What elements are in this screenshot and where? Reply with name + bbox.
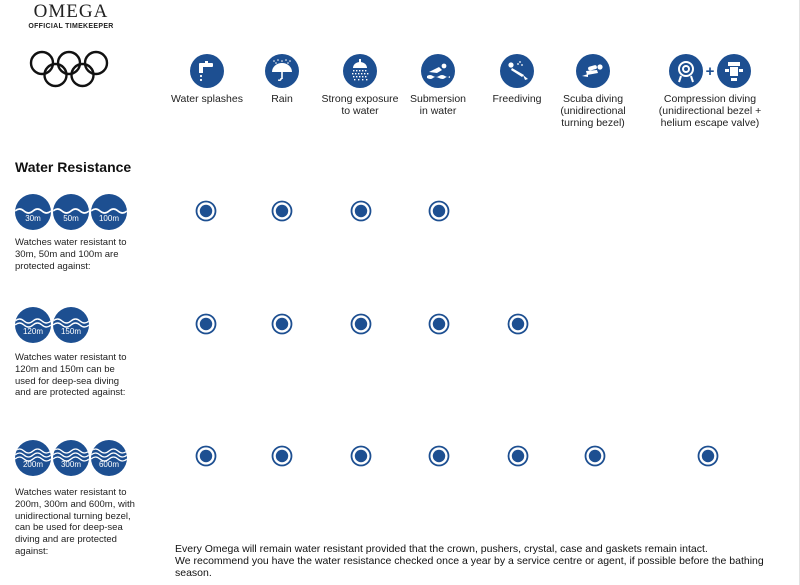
- depth-badges-row-2: 120m 150m: [15, 307, 89, 343]
- depth-badge: 50m: [53, 194, 89, 230]
- protected-dot-icon: [195, 445, 217, 467]
- depth-badge: 120m: [15, 307, 51, 343]
- protected-dot-icon: [697, 445, 719, 467]
- protected-dot-icon: [428, 445, 450, 467]
- depth-badge: 200m: [15, 440, 51, 476]
- footer-line-1: Every Omega will remain water resistant …: [175, 543, 708, 555]
- protected-dot-icon: [195, 313, 217, 335]
- activity-label: Scuba diving (unidirectional turning bez…: [560, 93, 626, 129]
- footer-line-2: We recommend you have the water resistan…: [175, 555, 764, 579]
- olympic-rings-icon: [29, 50, 109, 88]
- depth-badge: 150m: [53, 307, 89, 343]
- helium-valve-icon: [717, 54, 752, 88]
- activity-label: Water splashes: [171, 93, 243, 105]
- freediver-icon: [500, 54, 534, 88]
- row-description: Watches water resistant to 30m, 50m and …: [15, 237, 127, 272]
- depth-badge: 300m: [53, 440, 89, 476]
- activity-label: Strong exposure to water: [321, 93, 399, 117]
- footer-note: Every Omega will remain water resistant …: [175, 543, 775, 579]
- scuba-diver-icon: [576, 54, 610, 88]
- activity-freediving: Freediving: [462, 54, 572, 105]
- activity-label: Compression diving (unidirectional bezel…: [658, 93, 762, 129]
- protected-dot-icon: [350, 200, 372, 222]
- protected-dot-icon: [271, 200, 293, 222]
- brand-name: OMEGA: [33, 1, 109, 22]
- faucet-icon: [190, 54, 224, 88]
- swimmer-icon: [421, 54, 455, 88]
- protected-dot-icon: [271, 313, 293, 335]
- activity-label: Freediving: [492, 93, 542, 105]
- protected-dot-icon: [350, 313, 372, 335]
- activity-label: Rain: [271, 93, 293, 105]
- activity-label: Submersion in water: [409, 93, 467, 117]
- depth-badge: 30m: [15, 194, 51, 230]
- plus-joiner: +: [705, 62, 715, 80]
- protected-dot-icon: [428, 313, 450, 335]
- activity-compression-diving: + Compression diving (unidirectional bez…: [642, 54, 778, 129]
- protected-dot-icon: [507, 313, 529, 335]
- shower-icon: [343, 54, 377, 88]
- protected-dot-icon: [428, 200, 450, 222]
- depth-badges-row-3: 200m 300m 600m: [15, 440, 127, 476]
- omega-logo: OMEGA OFFICIAL TIMEKEEPER: [28, 1, 114, 31]
- activity-strong-exposure: Strong exposure to water: [305, 54, 415, 117]
- umbrella-rain-icon: [265, 54, 299, 88]
- activity-submersion: Submersion in water: [383, 54, 493, 117]
- protected-dot-icon: [271, 445, 293, 467]
- row-description: Watches water resistant to 200m, 300m an…: [15, 487, 135, 557]
- diving-helmet-icon: [668, 54, 703, 88]
- protected-dot-icon: [584, 445, 606, 467]
- section-title: Water Resistance: [15, 159, 132, 175]
- brand-subtitle: OFFICIAL TIMEKEEPER: [28, 23, 114, 30]
- row-description: Watches water resistant to 120m and 150m…: [15, 352, 127, 399]
- depth-badge: 600m: [91, 440, 127, 476]
- protected-dot-icon: [507, 445, 529, 467]
- protected-dot-icon: [195, 200, 217, 222]
- activity-scuba-diving: Scuba diving (unidirectional turning bez…: [538, 54, 648, 129]
- depth-badge: 100m: [91, 194, 127, 230]
- depth-badges-row-1: 30m 50m 100m: [15, 194, 127, 230]
- activity-rain: Rain: [227, 54, 337, 105]
- activity-water-splashes: Water splashes: [152, 54, 262, 105]
- protected-dot-icon: [350, 445, 372, 467]
